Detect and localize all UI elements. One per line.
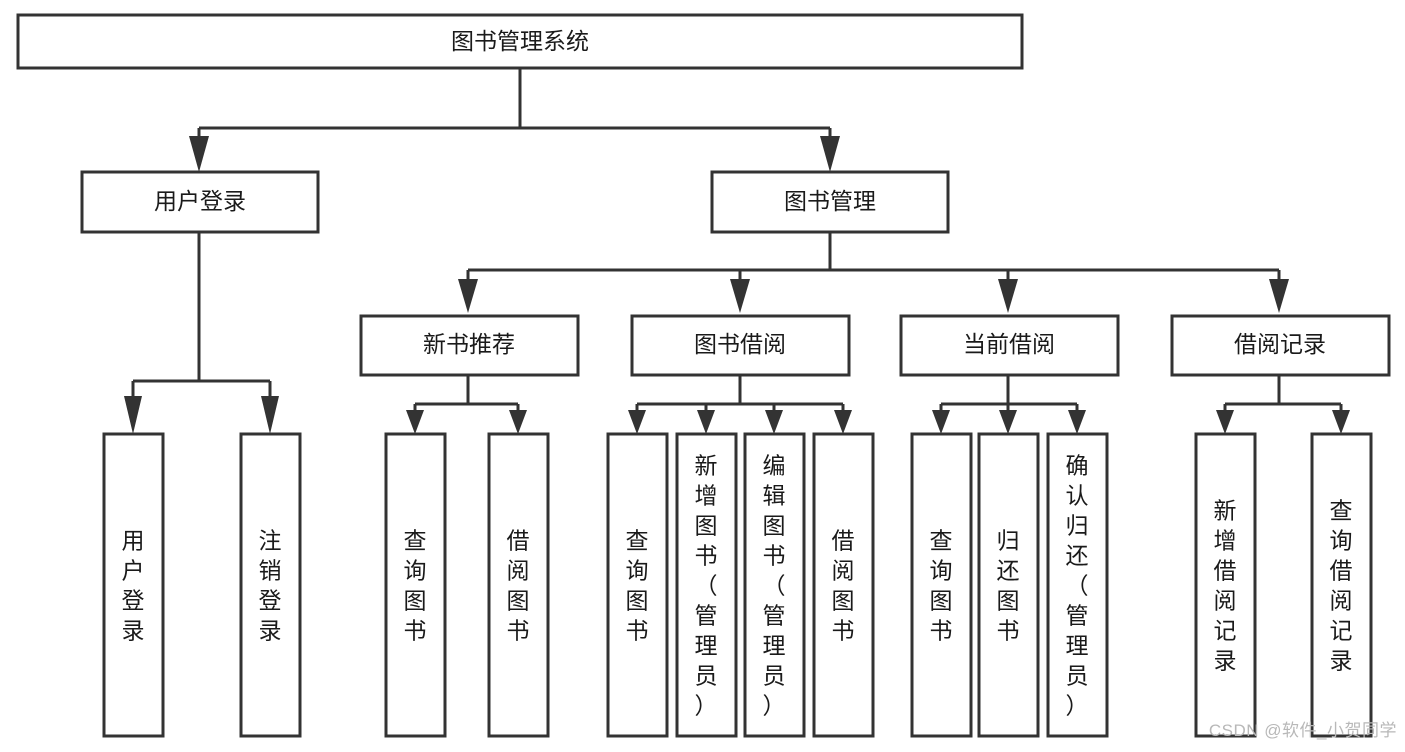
node-leaf-query-book-3-box[interactable] (910, 432, 973, 738)
node-leaf-borrow-book-2-label: 借阅图书 (832, 527, 855, 643)
node-leaf-return-book-label: 归还图书 (997, 527, 1020, 643)
arrow-head-leaf-return-book (999, 410, 1017, 434)
node-book-manage-box[interactable] (710, 170, 950, 234)
node-leaf-add-book[interactable]: 新增图书（管理员） (675, 432, 738, 738)
node-leaf-query-record-box[interactable] (1310, 432, 1373, 738)
arrow-head-leaf-confirm-return (1068, 410, 1086, 434)
arrow-head-current-borrow (998, 279, 1018, 313)
node-leaf-add-record-label: 新增借阅记录 (1214, 497, 1237, 673)
arrow-head-leaf-borrow-book-2 (834, 410, 852, 434)
node-current-borrow-box[interactable] (899, 314, 1120, 377)
node-leaf-borrow-book-2[interactable]: 借阅图书 (812, 432, 875, 738)
node-leaf-confirm-return[interactable]: 确认归还（管理员） (1046, 432, 1109, 738)
arrow-head-leaf-query-book-3 (932, 410, 950, 434)
node-leaf-confirm-return-box[interactable] (1046, 432, 1109, 738)
arrow-head-leaf-add-record (1216, 410, 1234, 434)
arrow-head-leaf-logout (261, 396, 279, 434)
node-leaf-user-login-label: 用户登录 (122, 527, 145, 643)
node-leaf-query-record-label: 查询借阅记录 (1330, 497, 1353, 673)
node-current-borrow-label: 当前借阅 (963, 331, 1055, 357)
node-leaf-query-book-2-label: 查询图书 (626, 527, 649, 643)
node-root-label: 图书管理系统 (451, 28, 589, 54)
node-leaf-return-book[interactable]: 归还图书 (977, 432, 1040, 738)
node-leaf-edit-book-label: 编辑图书（管理员） (763, 452, 786, 718)
arrow-head-leaf-borrow-book-1 (509, 410, 527, 434)
node-leaf-query-book-3[interactable]: 查询图书 (910, 432, 973, 738)
arrow-head-book-borrow (730, 279, 750, 313)
node-leaf-query-book-2[interactable]: 查询图书 (606, 432, 669, 738)
connector-layer (124, 68, 1350, 434)
node-user-login-label: 用户登录 (154, 188, 246, 214)
node-leaf-user-login-box[interactable] (102, 432, 165, 738)
node-book-borrow-label: 图书借阅 (694, 331, 786, 357)
node-leaf-add-record-box[interactable] (1194, 432, 1257, 738)
arrow-head-leaf-user-login (124, 396, 142, 434)
node-root[interactable]: 图书管理系统 (16, 13, 1024, 70)
node-new-book-recommend-box[interactable] (359, 314, 580, 377)
node-borrow-record-box[interactable] (1170, 314, 1391, 377)
arrow-head-book-manage (820, 136, 840, 172)
csdn-watermark: CSDN @软件_小贺同学 (1208, 721, 1397, 740)
arrow-head-leaf-query-book-2 (628, 410, 646, 434)
node-leaf-query-book-1-label: 查询图书 (404, 527, 427, 643)
node-leaf-add-record[interactable]: 新增借阅记录 (1194, 432, 1257, 738)
node-borrow-record[interactable]: 借阅记录 (1170, 314, 1391, 377)
node-leaf-edit-book[interactable]: 编辑图书（管理员） (743, 432, 806, 738)
node-book-borrow[interactable]: 图书借阅 (630, 314, 851, 377)
node-leaf-add-book-box[interactable] (675, 432, 738, 738)
arrow-head-leaf-query-record (1332, 410, 1350, 434)
node-leaf-borrow-book-1-box[interactable] (487, 432, 550, 738)
node-book-manage[interactable]: 图书管理 (710, 170, 950, 234)
node-leaf-borrow-book-1[interactable]: 借阅图书 (487, 432, 550, 738)
node-book-borrow-box[interactable] (630, 314, 851, 377)
node-current-borrow[interactable]: 当前借阅 (899, 314, 1120, 377)
arrow-head-borrow-record (1269, 279, 1289, 313)
node-leaf-logout[interactable]: 注销登录 (239, 432, 302, 738)
node-user-login[interactable]: 用户登录 (80, 170, 320, 234)
node-leaf-edit-book-box[interactable] (743, 432, 806, 738)
node-leaf-borrow-book-2-box[interactable] (812, 432, 875, 738)
node-leaf-return-book-box[interactable] (977, 432, 1040, 738)
node-user-login-box[interactable] (80, 170, 320, 234)
node-leaf-add-book-label: 新增图书（管理员） (695, 452, 718, 718)
node-borrow-record-label: 借阅记录 (1234, 331, 1326, 357)
node-leaf-borrow-book-1-label: 借阅图书 (507, 527, 530, 643)
node-new-book-recommend-label: 新书推荐 (423, 331, 515, 357)
node-leaf-query-book-1-box[interactable] (384, 432, 447, 738)
arrow-head-leaf-edit-book (765, 410, 783, 434)
node-leaf-logout-box[interactable] (239, 432, 302, 738)
node-leaf-query-record[interactable]: 查询借阅记录 (1310, 432, 1373, 738)
node-leaf-user-login[interactable]: 用户登录 (102, 432, 165, 738)
node-new-book-recommend[interactable]: 新书推荐 (359, 314, 580, 377)
arrow-head-user-login (189, 136, 209, 172)
node-root-box[interactable] (16, 13, 1024, 70)
node-leaf-confirm-return-label: 确认归还（管理员） (1066, 452, 1089, 718)
arrow-head-leaf-query-book-1 (406, 410, 424, 434)
arrow-head-new-book-recommend (458, 279, 478, 313)
arrow-head-leaf-add-book (697, 410, 715, 434)
node-leaf-logout-label: 注销登录 (259, 527, 282, 643)
node-book-manage-label: 图书管理 (784, 188, 876, 214)
node-leaf-query-book-2-box[interactable] (606, 432, 669, 738)
node-leaf-query-book-3-label: 查询图书 (930, 527, 953, 643)
node-leaf-query-book-1[interactable]: 查询图书 (384, 432, 447, 738)
